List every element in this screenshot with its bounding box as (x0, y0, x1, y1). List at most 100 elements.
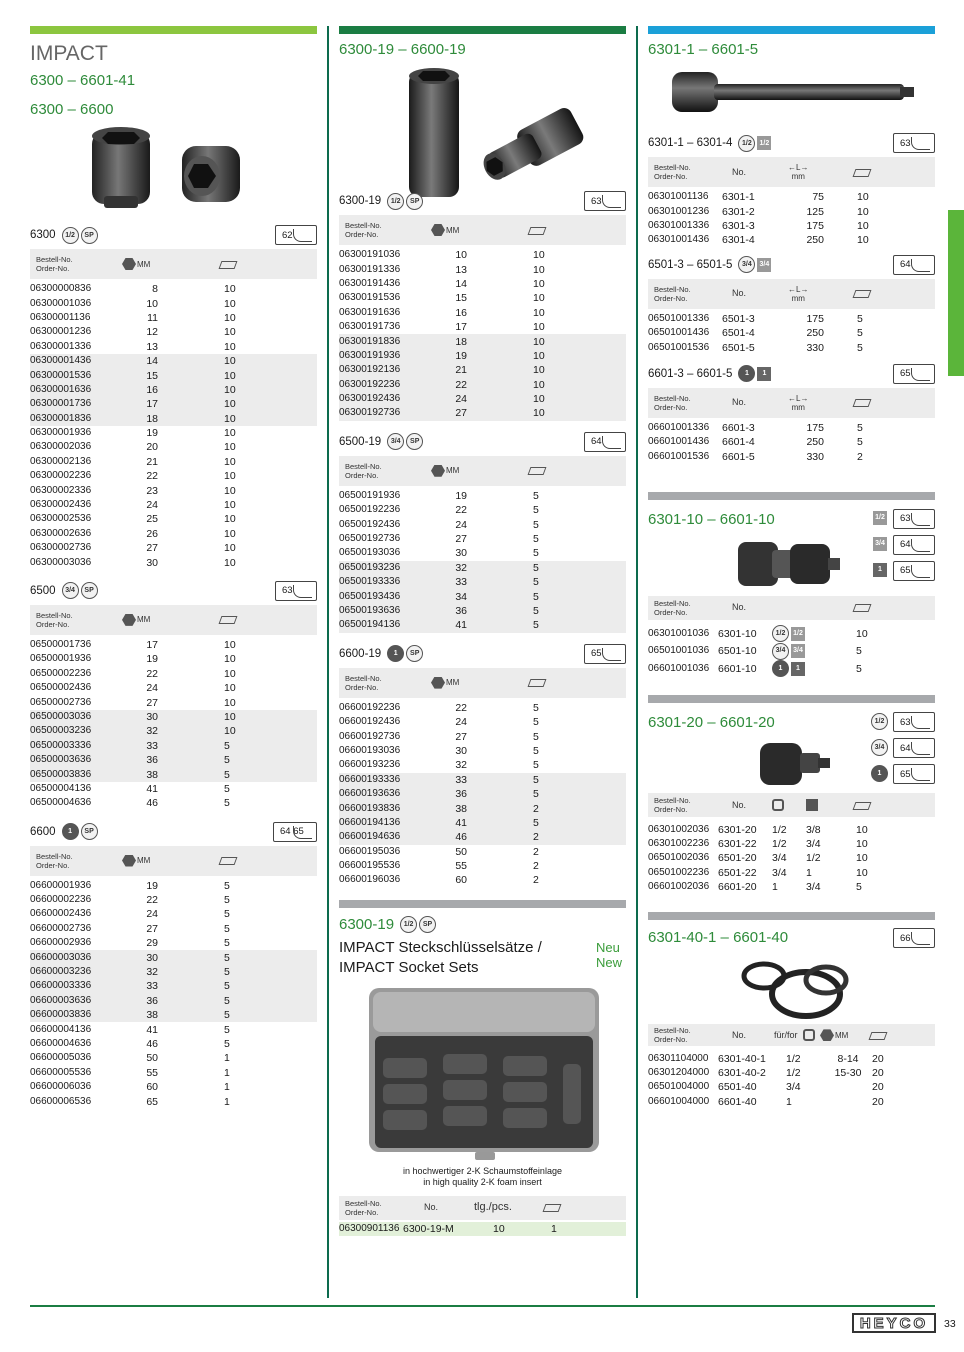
article-no: 6301-3 (722, 219, 755, 232)
size-mm: 46 (146, 1037, 158, 1050)
header-order: Order-No. (654, 402, 688, 412)
catalog-page-ref: 64 (584, 431, 626, 452)
order-no: 06301001236 (648, 205, 710, 217)
size-mm: 27 (146, 696, 158, 709)
size-mm: 30 (128, 709, 166, 725)
size-mm: 41 (437, 815, 475, 831)
size-mm: 15 (455, 292, 467, 305)
order-no: 06600003036 (30, 950, 128, 965)
order-no: 06600196036 (339, 874, 401, 886)
pack-qty: 5 (475, 772, 626, 787)
pack-qty: 5 (533, 547, 539, 560)
size-mm: 18 (128, 411, 166, 426)
side-tab (948, 210, 964, 376)
pack-qty: 5 (224, 894, 230, 907)
header-order: Order-No. (654, 172, 688, 181)
pack-qty: 2 (533, 860, 539, 873)
page-ref-1: 64 (280, 826, 291, 837)
pack-qty: 5 (475, 575, 626, 590)
order-no: 06300002736 (30, 542, 92, 554)
pack-qty: 10 (224, 513, 236, 526)
header-order: Order-No. (345, 1207, 379, 1217)
adapter-title: 6301-20 – 6601-20 (648, 714, 775, 732)
order-no: 06300001936 (30, 427, 92, 439)
section-header-6500-19: 6500-19 3/4 SP 64 (339, 431, 626, 453)
length-mm: 175 (806, 219, 824, 232)
female-drive: 3/4 (772, 866, 787, 879)
table-header: Bestell-No.Order-No. MM (339, 455, 626, 486)
male-drive: 3/4 (806, 837, 821, 850)
size-mm: 38 (128, 1008, 166, 1023)
order-no: 06301001436 (648, 234, 710, 246)
article-no: 6301-40-2 (718, 1066, 766, 1079)
pack-qty: 2 (857, 450, 863, 463)
pack-qty: 5 (533, 533, 539, 546)
order-no: 06300192736 (339, 406, 437, 421)
header-bestell: Bestell-No. (345, 221, 382, 230)
order-no: 06301204000 (648, 1066, 710, 1078)
drive-size-icon: 1/2 (400, 916, 418, 934)
size-mm: 60 (146, 1081, 158, 1094)
pack-qty: 10 (857, 234, 869, 247)
order-no: 06300191836 (339, 334, 437, 349)
pack-qty: 5 (224, 1023, 230, 1036)
pcs: 10 (487, 1221, 551, 1237)
drive-size-icon: 1/2 (61, 226, 79, 244)
header-bestell: Bestell-No. (36, 255, 73, 264)
table-header: Bestell-No.Order-No. No. tlg./pcs. (339, 1195, 626, 1220)
order-no: 06600002736 (30, 922, 92, 934)
order-no: 06601001536 (648, 450, 710, 462)
article-no: 6601-40 (718, 1095, 757, 1108)
pack-qty: 5 (475, 618, 626, 633)
pack-qty: 10 (856, 837, 868, 850)
size-mm: 22 (146, 470, 158, 483)
size-mm: 30 (455, 547, 467, 560)
size-mm: 33 (128, 738, 166, 753)
pack-qty: 5 (857, 436, 863, 449)
order-no: 06300001236 (30, 326, 92, 338)
rings-title: 6301-40-1 – 6601-40 (648, 929, 789, 947)
order-no: 06300003036 (30, 556, 92, 568)
order-no: 06300001436 (30, 353, 128, 369)
pack-qty: 2 (533, 845, 539, 858)
section-label: 6501-3 – 6501-5 (648, 258, 733, 271)
hex-size-icon: MM (431, 464, 459, 477)
table-socket-set: 06300901136 6300-19-M 10 1 (339, 1221, 626, 1237)
size-mm: 19 (437, 348, 475, 364)
size-mm: 19 (146, 427, 158, 440)
catalog-page-ref: 66 (893, 928, 935, 949)
size-mm: 46 (146, 797, 158, 810)
order-no: 06501004000 (648, 1081, 710, 1093)
order-no: 06300002636 (30, 527, 92, 539)
order-no: 06301001336 (648, 219, 710, 231)
pack-qty: 10 (856, 866, 868, 879)
article-no: 6601-20 (718, 881, 757, 894)
order-no: 06600003236 (30, 964, 128, 980)
catalog-page-ref: 64 (893, 254, 935, 275)
order-no: 06500192236 (339, 504, 401, 516)
catalog-page-ref: 65 (893, 764, 935, 785)
pack-qty: 10 (224, 499, 236, 512)
drive-size-icon: 3/4 (387, 433, 405, 451)
